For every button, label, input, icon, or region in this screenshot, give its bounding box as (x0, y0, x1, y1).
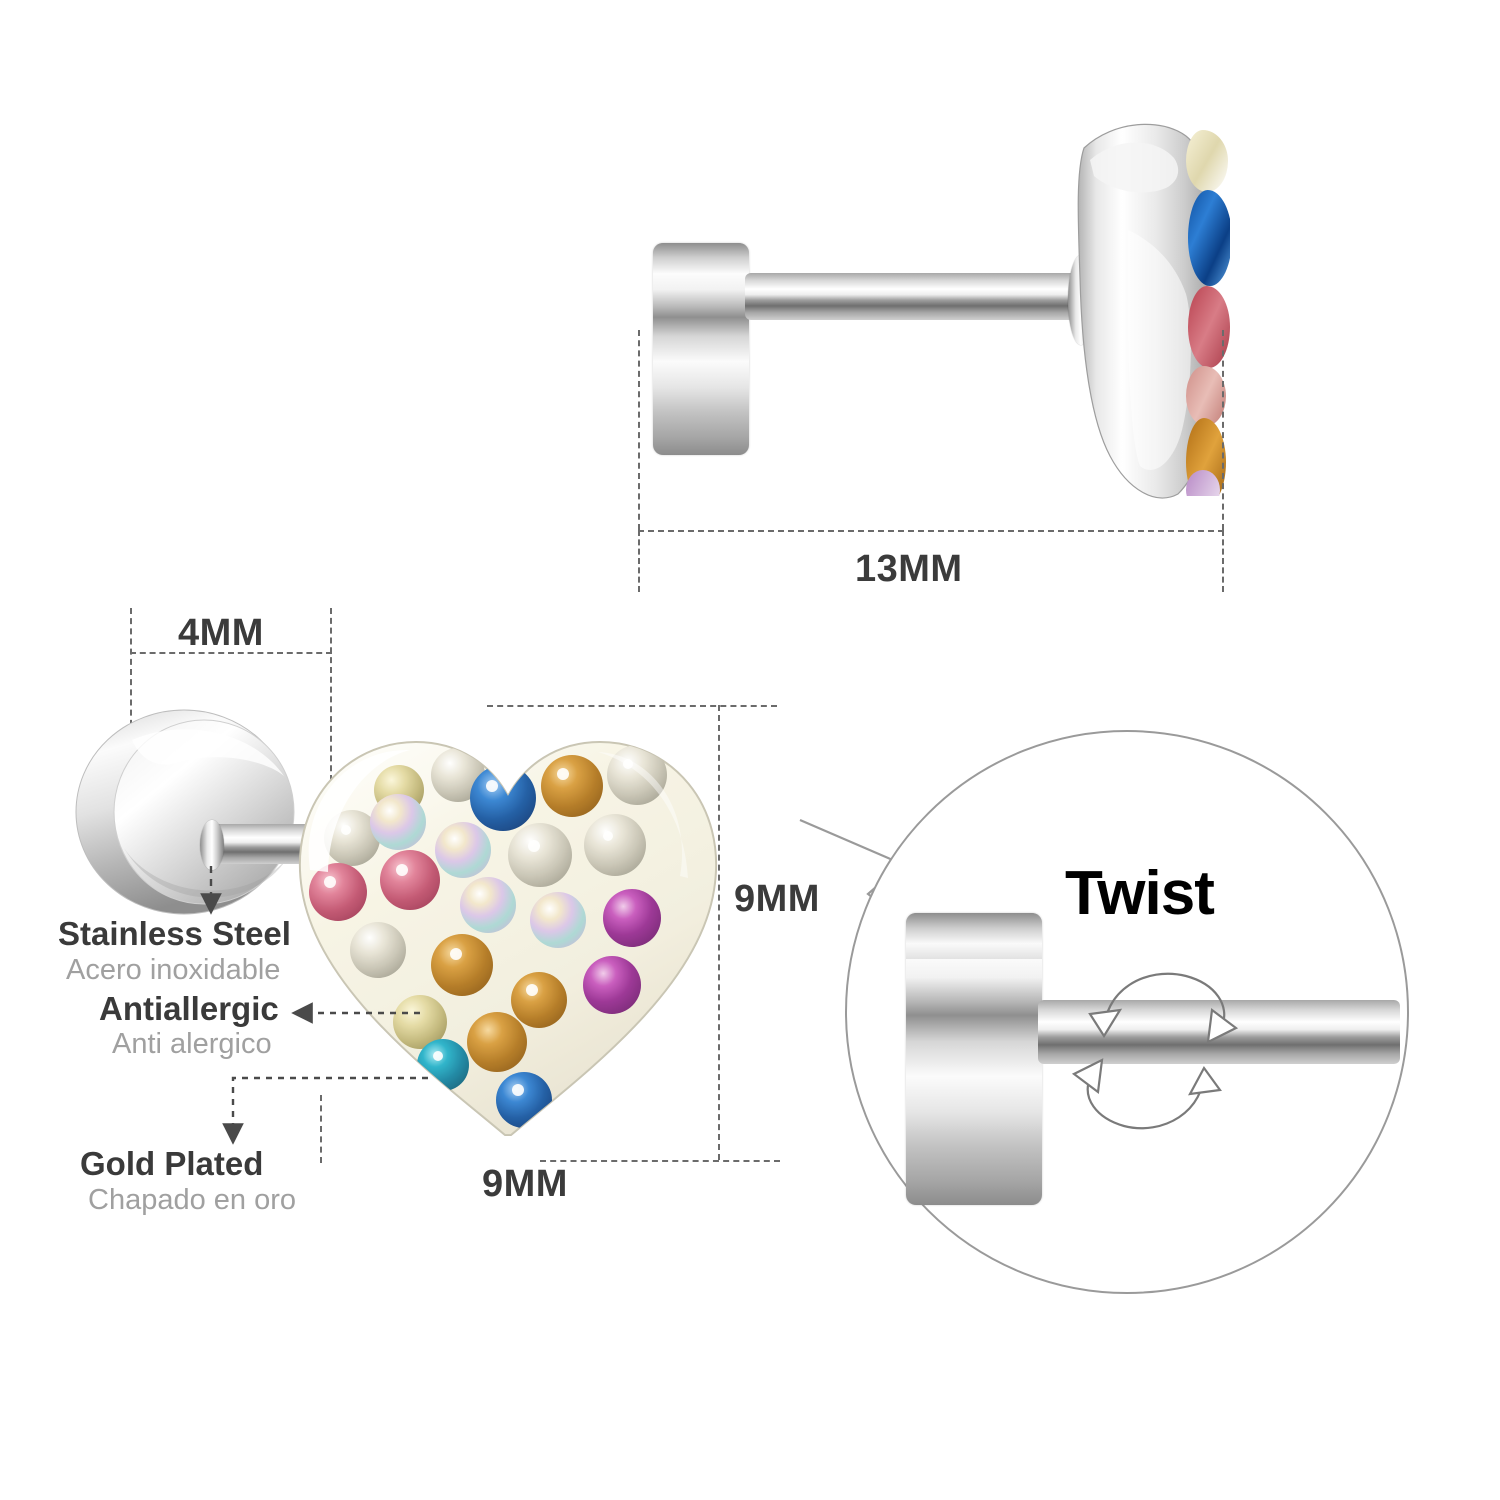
label-gold-plated-en: Gold Plated (80, 1145, 264, 1182)
heart-side-crystal-rim (1186, 118, 1230, 496)
dim-9mm-width-left-tick (320, 1095, 322, 1163)
twist-back-disc (906, 913, 1042, 1205)
label-antiallergic-en: Antiallergic (99, 990, 279, 1027)
dim-13mm-left-drop (638, 530, 640, 592)
dim-9mm-height-line (718, 705, 720, 1160)
heart-side-body (1077, 123, 1208, 499)
twist-label: Twist (1065, 859, 1215, 928)
post-collar-front (200, 820, 224, 870)
dim-9mm-height-bottom (540, 1160, 780, 1162)
dim-13mm-line (638, 530, 1224, 532)
label-stainless-steel-es: Acero inoxidable (66, 954, 281, 986)
dim-4mm-line (130, 652, 332, 654)
twist-rotation-arrows (1071, 972, 1239, 1130)
label-gold-plated-es: Chapado en oro (88, 1184, 296, 1216)
dim-9mm-width-label: 9MM (482, 1163, 568, 1205)
earring-post-side (745, 273, 1090, 320)
back-disc-side-top-band (653, 243, 749, 273)
dim-13mm-right-drop (1222, 530, 1224, 592)
label-antiallergic-es: Anti alergico (112, 1028, 272, 1060)
dim-9mm-height-label: 9MM (734, 878, 820, 920)
twist-back-disc-top (906, 913, 1042, 959)
back-disc-side (653, 243, 749, 455)
dim-13mm-left-tick (638, 330, 640, 530)
dim-4mm-label: 4MM (178, 612, 264, 654)
dim-9mm-height-top (487, 705, 777, 707)
dim-13mm-label: 13MM (855, 548, 963, 590)
dim-4mm-right-tick (330, 608, 332, 840)
crystal-heart-front (299, 740, 717, 1136)
label-stainless-steel-en: Stainless Steel (58, 915, 291, 952)
dim-13mm-right-tick (1222, 330, 1224, 530)
